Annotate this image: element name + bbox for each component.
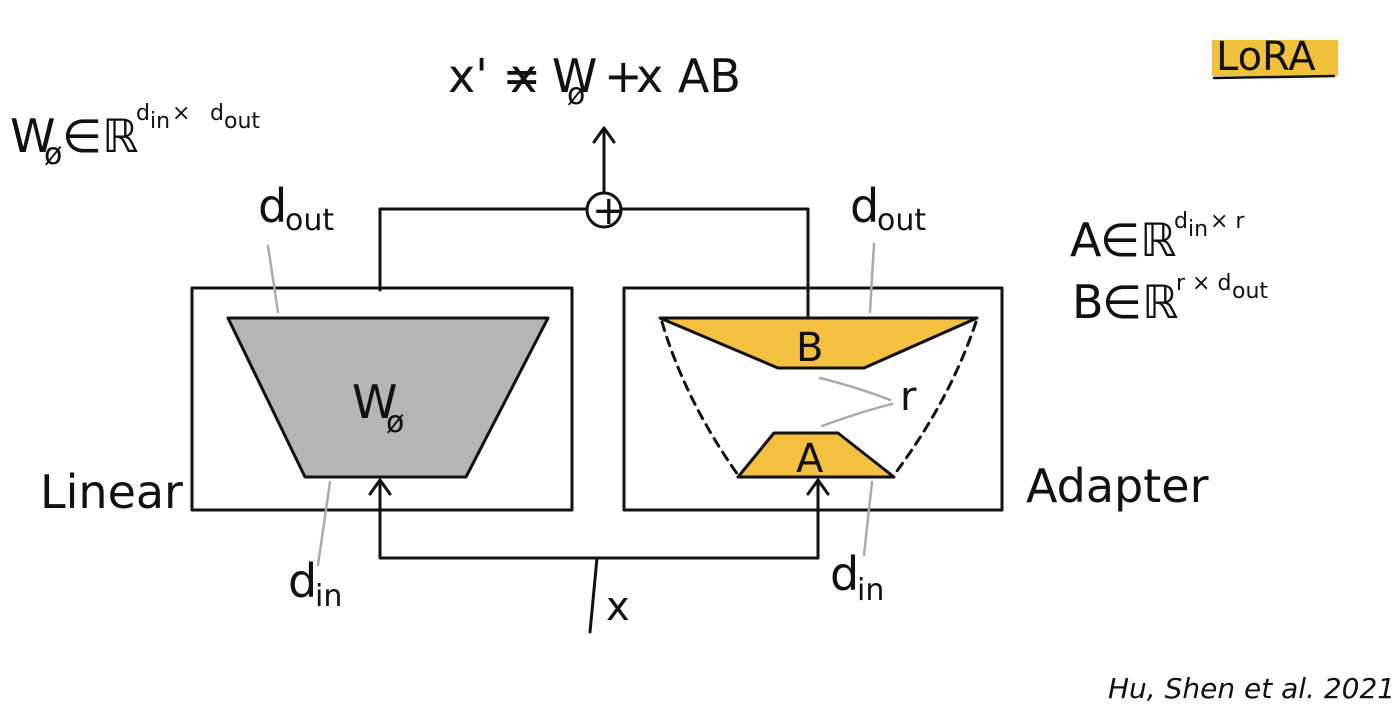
svg-text:∈ℝ: ∈ℝ: [1100, 213, 1177, 267]
svg-text:d: d: [288, 554, 317, 608]
svg-text:d: d: [136, 101, 150, 126]
svg-text:ø: ø: [44, 137, 62, 172]
svg-text:in: in: [150, 109, 170, 134]
linear-block-frame: [190, 286, 574, 512]
b-definition: B ∈ℝ r × d out: [1072, 271, 1268, 329]
svg-text:d: d: [210, 101, 224, 126]
svg-text:x' =: x' =: [448, 49, 541, 103]
svg-text:out: out: [224, 109, 260, 134]
input-split-line: [378, 482, 820, 560]
adapter-dout-leader: [868, 242, 876, 314]
adapter-block-frame: [622, 286, 1004, 512]
citation: Hu, Shen et al. 2021: [1108, 672, 1395, 705]
svg-text:in: in: [315, 579, 342, 614]
linear-output-line: [378, 207, 589, 292]
adapter-output-line: [619, 207, 810, 320]
svg-text:out: out: [877, 203, 926, 238]
svg-text:W: W: [10, 109, 55, 163]
a-matrix: [736, 431, 896, 479]
rank-leader-upper: [818, 376, 892, 402]
adapter-dout-label: d out: [850, 179, 926, 238]
svg-text:x AB: x AB: [636, 49, 741, 103]
adapter-din-leader: [862, 480, 874, 557]
svg-text:in: in: [857, 573, 884, 608]
adapter-label: Adapter: [1026, 459, 1209, 513]
svg-text:ø: ø: [567, 77, 585, 112]
output-formula: x' = x W ø + x AB: [448, 49, 741, 112]
adapter-right-dashed-edge: [892, 320, 978, 477]
svg-text:d: d: [1174, 209, 1188, 234]
svg-text:in: in: [1188, 217, 1208, 242]
b-matrix: [658, 316, 979, 370]
svg-text:r × d: r × d: [1176, 271, 1231, 296]
adapter-left-dashed-edge: [660, 320, 740, 477]
svg-text:×: ×: [172, 101, 190, 126]
title-underline: [1212, 74, 1336, 80]
linear-dout-leader: [266, 244, 280, 314]
linear-din-leader: [316, 480, 332, 567]
w-definition: W ø ∈ℝ d in × d out: [10, 101, 260, 172]
linear-din-label: d in: [288, 554, 342, 614]
frozen-weight-matrix: [226, 316, 550, 479]
output-arrow-head: [592, 126, 616, 144]
adapter-din-label: d in: [830, 547, 884, 608]
rank-leader-lower: [820, 402, 894, 428]
svg-text:ø: ø: [386, 405, 404, 440]
svg-text:∈ℝ: ∈ℝ: [1102, 275, 1179, 329]
linear-label: Linear: [40, 465, 183, 519]
title-highlight: [1212, 40, 1338, 76]
diagram-title: LoRA: [1216, 34, 1316, 80]
svg-text:d: d: [258, 179, 287, 233]
frozen-weight-label: W ø: [352, 375, 404, 440]
svg-text:× r: × r: [1210, 209, 1245, 234]
svg-text:x W: x W: [510, 49, 597, 103]
svg-text:out: out: [1232, 279, 1268, 304]
svg-text:A: A: [1070, 213, 1102, 267]
svg-text:out: out: [285, 203, 334, 238]
sum-symbol: +: [592, 188, 626, 234]
a-definition: A ∈ℝ d in × r: [1070, 209, 1245, 267]
input-line: [588, 556, 599, 634]
svg-text:∈ℝ: ∈ℝ: [62, 109, 139, 163]
svg-text:W: W: [352, 375, 397, 429]
input-label: x: [606, 584, 630, 630]
a-matrix-label: A: [796, 436, 824, 482]
svg-text:d: d: [850, 179, 879, 233]
rank-label: r: [900, 374, 917, 420]
linear-input-arrowhead: [368, 478, 392, 496]
svg-text:+: +: [604, 49, 643, 103]
svg-text:d: d: [830, 547, 859, 601]
svg-text:B: B: [1072, 275, 1104, 329]
adapter-input-arrowhead: [806, 478, 830, 496]
b-matrix-label: B: [796, 325, 823, 371]
linear-dout-label: d out: [258, 179, 334, 238]
